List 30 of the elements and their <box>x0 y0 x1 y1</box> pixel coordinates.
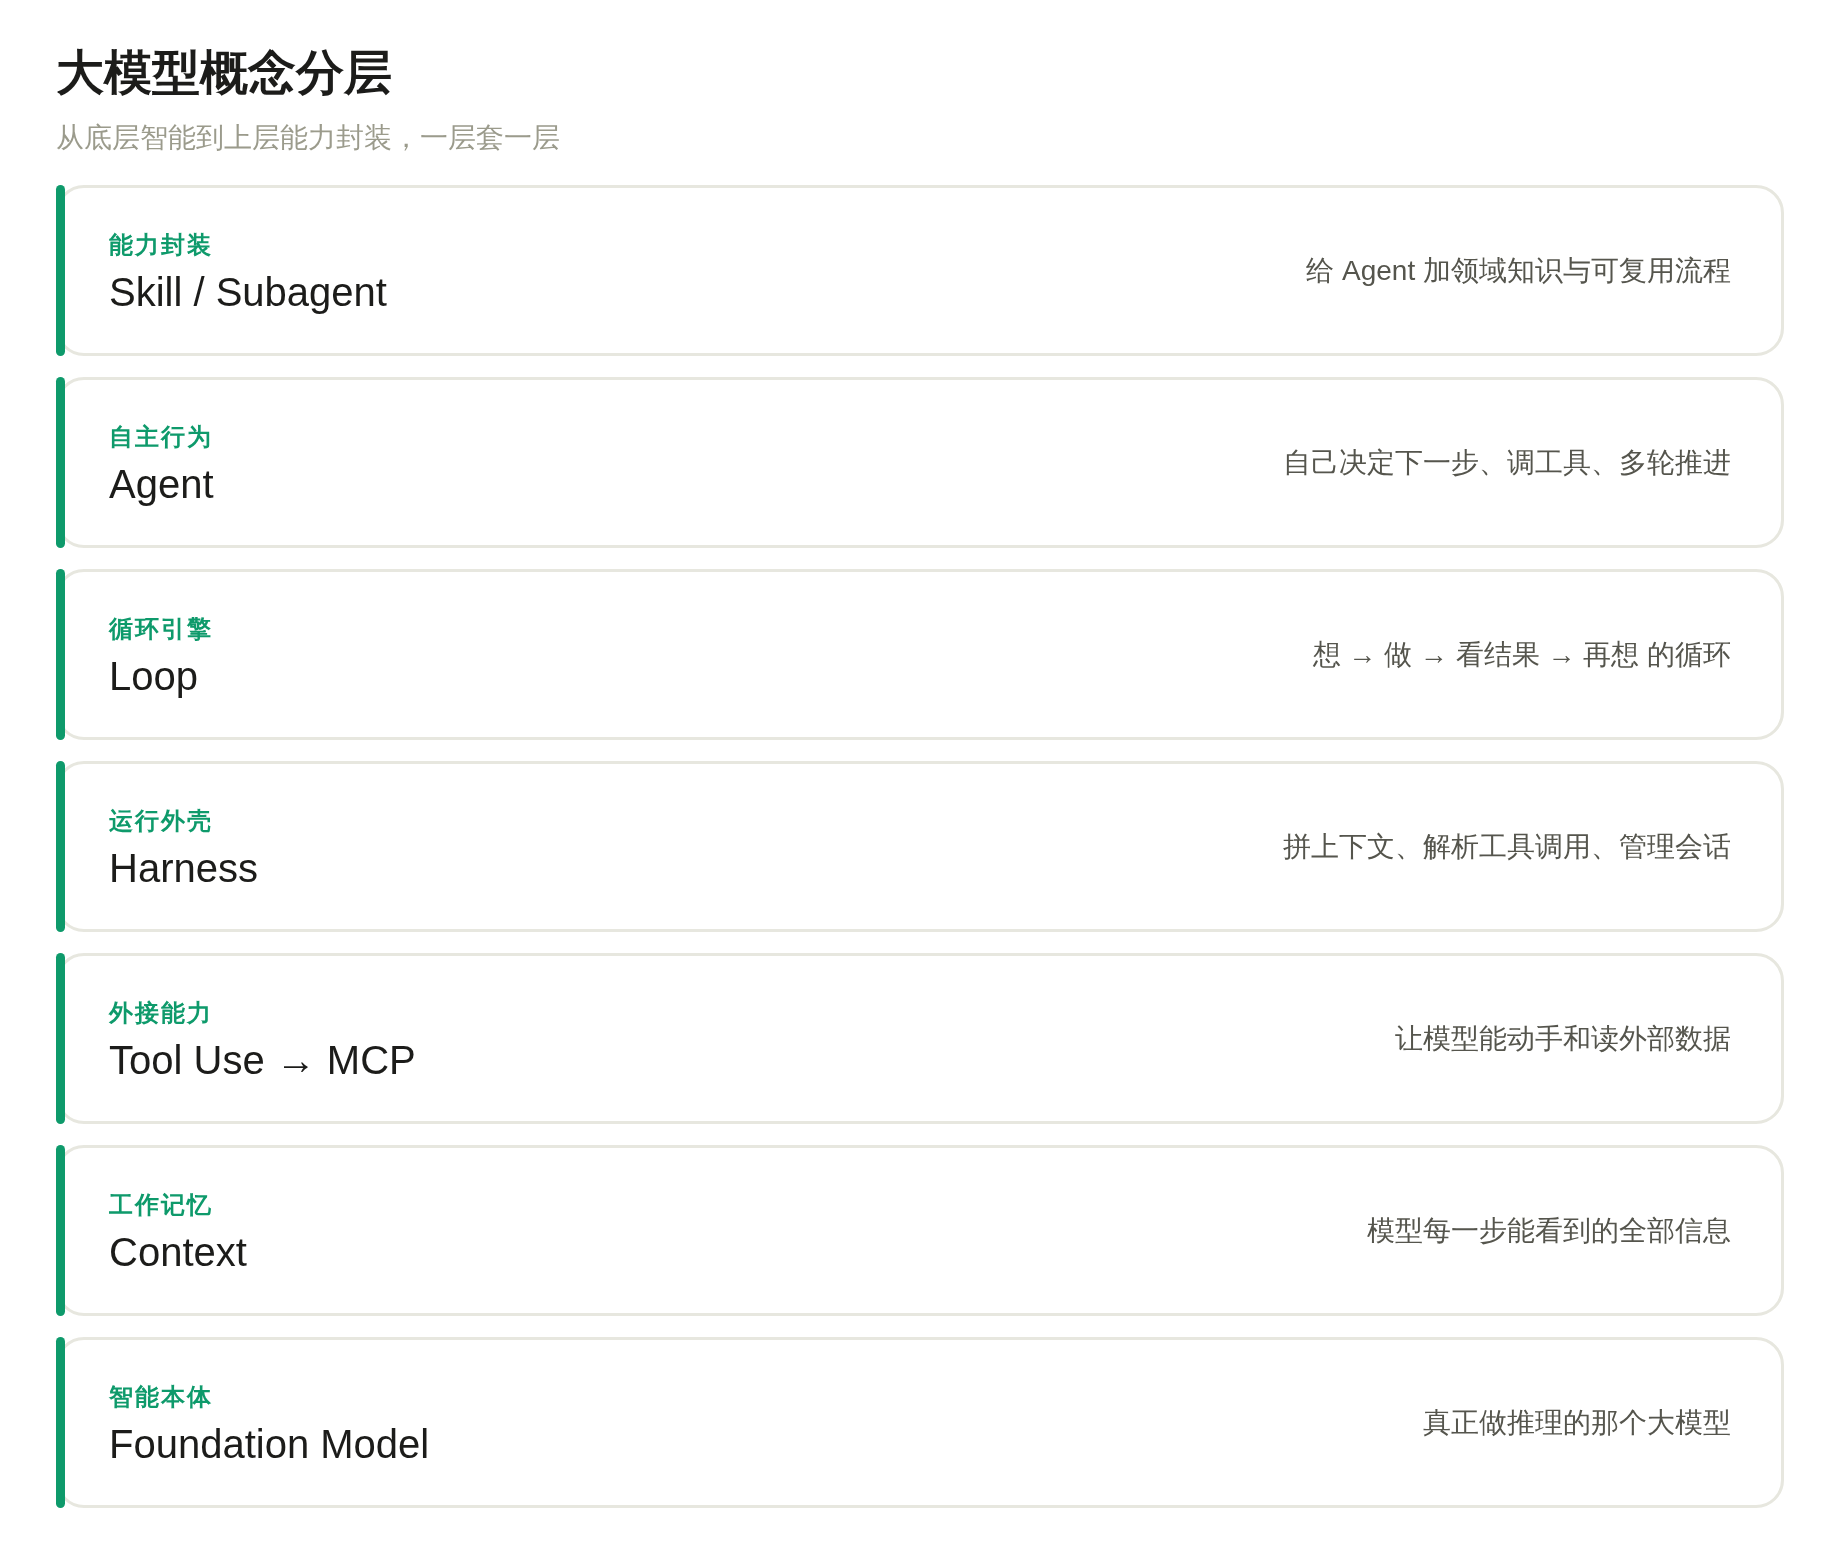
layer-name: Foundation Model <box>109 1420 430 1468</box>
category-label: 自主行为 <box>109 421 213 452</box>
category-label: 循环引擎 <box>109 613 213 644</box>
layer-description: 模型每一步能看到的全部信息 <box>1367 1213 1731 1248</box>
layer-description: 想 → 做 → 看结果 → 再想 的循环 <box>1312 637 1731 672</box>
category-label: 运行外壳 <box>109 805 213 836</box>
layer-card <box>56 761 1784 932</box>
title: 大模型概念分层 <box>56 45 392 101</box>
category-label: 外接能力 <box>109 997 213 1028</box>
layer-card <box>56 1337 1784 1508</box>
layer-name: Agent <box>109 460 214 508</box>
layer-name: Context <box>109 1228 247 1276</box>
layer-description: 让模型能动手和读外部数据 <box>1395 1021 1731 1056</box>
layer-name: Tool Use → MCP <box>109 1036 416 1084</box>
layer-description: 自己决定下一步、调工具、多轮推进 <box>1283 445 1731 480</box>
layer-description: 给 Agent 加领域知识与可复用流程 <box>1306 253 1731 288</box>
layer-card <box>56 377 1784 548</box>
layer-description: 拼上下文、解析工具调用、管理会话 <box>1283 829 1731 864</box>
layer-description: 真正做推理的那个大模型 <box>1423 1405 1731 1440</box>
category-label: 能力封装 <box>109 229 213 260</box>
layer-card <box>56 185 1784 356</box>
layer-name: Loop <box>109 652 198 700</box>
layer-name: Skill / Subagent <box>109 268 387 316</box>
layer-card <box>56 1145 1784 1316</box>
subtitle: 从底层智能到上层能力封装，一层套一层 <box>56 121 560 155</box>
category-label: 智能本体 <box>109 1381 213 1412</box>
layer-card <box>56 953 1784 1124</box>
layer-card <box>56 569 1784 740</box>
layer-name: Harness <box>109 844 258 892</box>
category-label: 工作记忆 <box>109 1189 213 1220</box>
